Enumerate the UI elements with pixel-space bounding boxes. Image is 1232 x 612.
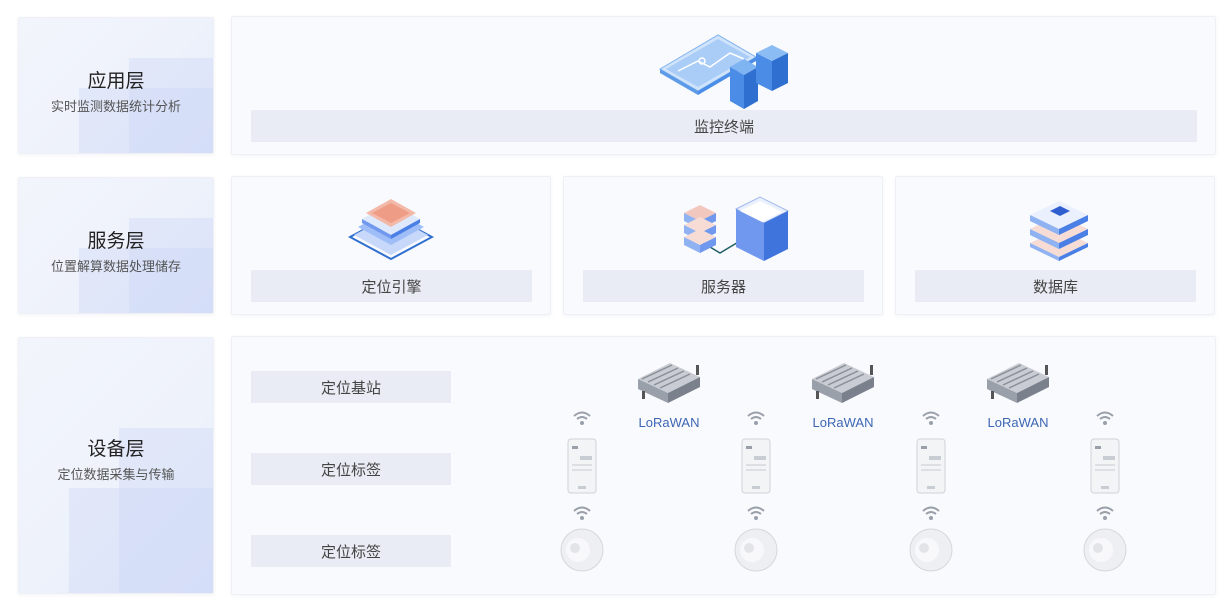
layer-subtitle: 位置解算数据处理储存 xyxy=(50,259,181,274)
layer-card-application: 应用层 实时监测数据统计分析 xyxy=(18,17,214,154)
layer-title: 服务层 xyxy=(87,231,145,252)
monitor-terminal-icon xyxy=(659,34,788,109)
layer-subtitle: 定位数据采集与传输 xyxy=(57,467,175,482)
round-tag-icon xyxy=(909,528,953,572)
lorawan-label: LoRaWAN xyxy=(987,415,1049,430)
round-tag-icon xyxy=(560,528,604,572)
card-tag-icon xyxy=(567,438,597,494)
database-icon xyxy=(1030,201,1088,261)
layer-title: 应用层 xyxy=(87,71,145,92)
card-tag-icon xyxy=(1090,438,1120,494)
tag-label-card: 定位标签 xyxy=(251,453,451,485)
positioning-engine-label: 定位引擎 xyxy=(251,270,532,302)
server-label: 服务器 xyxy=(583,270,864,302)
database-label: 数据库 xyxy=(915,270,1196,302)
base-station-label: 定位基站 xyxy=(251,371,451,403)
wifi-signal-icon xyxy=(747,506,765,520)
card-tag-icon xyxy=(741,438,771,494)
application-panel: 监控终端 xyxy=(231,16,1216,155)
wifi-signal-icon xyxy=(747,411,765,425)
round-tag-icon xyxy=(734,528,778,572)
layer-subtitle: 实时监测数据统计分析 xyxy=(50,99,181,114)
monitor-terminal-label: 监控终端 xyxy=(251,110,1197,142)
layer-card-service: 服务层 位置解算数据处理储存 xyxy=(18,177,214,314)
wifi-signal-icon xyxy=(1096,506,1114,520)
database-panel: 数据库 xyxy=(895,176,1215,315)
wifi-signal-icon xyxy=(573,411,591,425)
positioning-engine-icon xyxy=(348,199,434,261)
tag-label-round: 定位标签 xyxy=(251,535,451,567)
lorawan-label: LoRaWAN xyxy=(638,415,700,430)
gateway-icon xyxy=(812,363,874,403)
server-panel: 服务器 xyxy=(563,176,883,315)
gateway-icon xyxy=(638,363,700,403)
round-tag-icon xyxy=(1083,528,1127,572)
lorawan-label: LoRaWAN xyxy=(812,415,874,430)
wifi-signal-icon xyxy=(922,506,940,520)
engine-panel: 定位引擎 xyxy=(231,176,551,315)
server-icon xyxy=(684,196,790,261)
layer-title: 设备层 xyxy=(87,439,145,460)
wifi-signal-icon xyxy=(922,411,940,425)
card-tag-icon xyxy=(916,438,946,494)
layer-card-device: 设备层 定位数据采集与传输 xyxy=(18,337,214,594)
device-panel: 定位基站 定位标签 定位标签 xyxy=(231,336,1216,595)
wifi-signal-icon xyxy=(1096,411,1114,425)
gateway-icon xyxy=(987,363,1049,403)
wifi-signal-icon xyxy=(573,506,591,520)
